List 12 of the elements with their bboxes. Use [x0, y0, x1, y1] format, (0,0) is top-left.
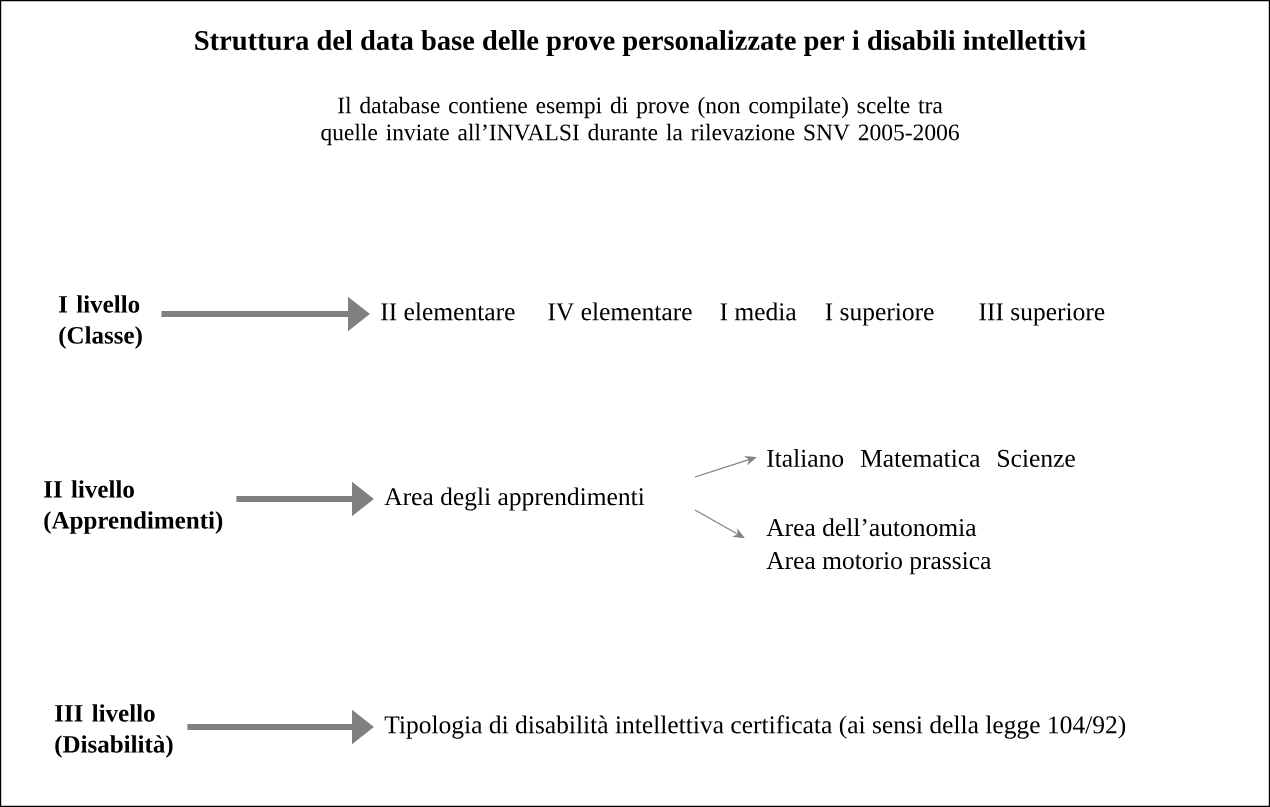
content-text: Area dell’autonomia Area motorio prassica — [766, 518, 992, 575]
arrow — [694, 455, 757, 478]
level-label: I livello (Classe) — [59, 295, 142, 349]
item-row: Italiano Matematica Scienze — [767, 449, 1075, 467]
arrow — [694, 509, 745, 539]
level-label: III livello (Disabilità) — [55, 704, 173, 758]
subtitle: Il database contiene esempi di prove (non compilate) scelte tra quelle inviate all’INVALSI durante la rilevazione SNV 2005-2006 — [321, 96, 959, 146]
title: Struttura del data base delle prove personalizzate per i disabili intellettivi — [195, 30, 1086, 56]
level-label: II livello (Apprendimenti) — [44, 480, 223, 534]
item-row: II elementare IV elementare I media I superiore III superiore — [381, 302, 1105, 326]
content-text: Tipologia di disabilità intellettiva certificata (ai sensi della legge 104/92) — [384, 715, 1126, 739]
content-text: Area degli apprendimenti — [384, 487, 645, 511]
